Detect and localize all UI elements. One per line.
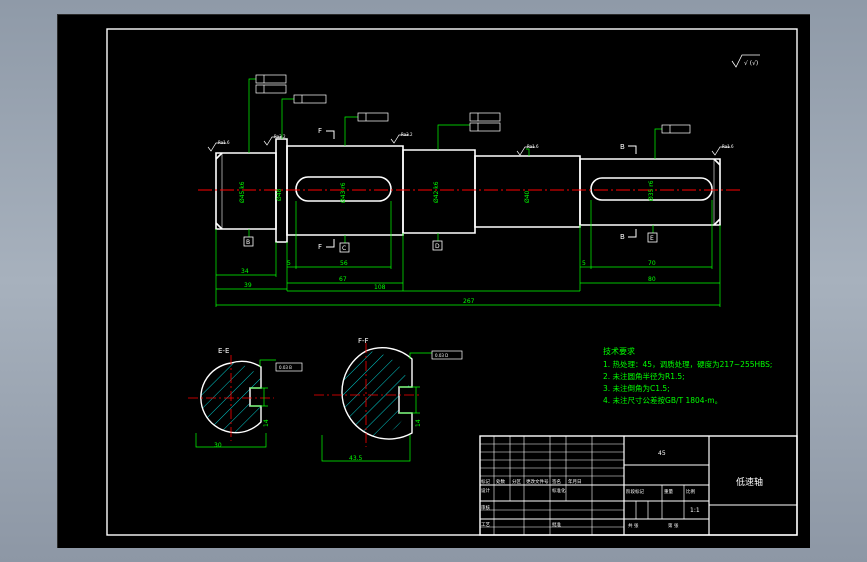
tb-sheet-count: 共 张 xyxy=(628,522,639,529)
technical-requirements: 技术要求 1. 热处理：45，调质处理，硬度为217~255HBS; 2. 未注… xyxy=(603,346,772,405)
section-mark: B xyxy=(620,233,625,241)
datum-letter: E xyxy=(650,235,654,242)
datum-letter: B xyxy=(246,239,250,246)
tb-change-doc: 更改文件号 xyxy=(526,478,549,485)
section-ff-title: F-F xyxy=(358,337,369,345)
dim-80: 80 xyxy=(648,276,656,283)
dim-56: 56 xyxy=(340,260,348,267)
tb-zone: 分区 xyxy=(512,478,521,485)
leader-lines xyxy=(248,78,662,243)
dim-267: 267 xyxy=(463,298,475,305)
title-block-text: 标记 处数 分区 更改文件号 签名 年月日 设计 标准化 阶段标记 重量 比例 … xyxy=(481,450,763,529)
inner-frame xyxy=(106,28,798,536)
diameter-label: Ø40 xyxy=(524,190,531,203)
tb-weight: 重量 xyxy=(664,488,673,495)
tb-design: 设计 xyxy=(481,487,490,494)
tb-sheet-no: 第 张 xyxy=(668,522,679,529)
drawing-sheet: √ (√) xyxy=(57,14,810,548)
section-mark: F xyxy=(318,127,322,135)
tb-standardize: 标准化 xyxy=(552,487,566,494)
datum-letter: D xyxy=(435,243,440,250)
section-ee-tolerance: 0.03 B xyxy=(279,365,292,370)
roughness-tags: Ra1.6 Ra3.2 Ra1.6 Ra1.6 Ra3.2 xyxy=(218,132,734,149)
section-mark: B xyxy=(620,143,625,151)
datum-letters: B C D E xyxy=(246,235,654,252)
diameter-labels: Ø45 k6 Ø48 Ø43 r6 Ø42 k6 Ø40 Ø35 r6 xyxy=(239,180,655,203)
dim-108: 108 xyxy=(374,284,386,291)
section-ff: F-F 43.5 14 0.03 D xyxy=(314,337,463,462)
tech-note-line: 2. 未注圆角半径为R1.5; xyxy=(603,371,685,381)
tb-mark: 标记 xyxy=(481,478,490,485)
diameter-label: Ø42 k6 xyxy=(433,181,440,203)
dim-5b: 5 xyxy=(582,260,586,267)
diameter-label: Ø48 xyxy=(276,188,283,201)
diameter-label: Ø43 r6 xyxy=(340,182,347,203)
roughness-tag: Ra3.2 xyxy=(401,132,413,137)
tb-scale: 1:1 xyxy=(690,507,700,514)
roughness-tag: Ra1.6 xyxy=(527,144,539,149)
roughness-symbols xyxy=(207,134,730,156)
section-marks: F F B B xyxy=(318,127,625,251)
tb-date: 年月日 xyxy=(568,478,582,485)
section-ff-keyway: 14 xyxy=(415,419,422,427)
tech-notes-heading: 技术要求 xyxy=(603,346,635,356)
roughness-tag: Ra1.6 xyxy=(218,140,230,145)
roughness-note-text: √ (√) xyxy=(744,60,758,67)
diameter-label: Ø35 r6 xyxy=(648,180,655,201)
datum-boxes xyxy=(243,232,658,253)
diameter-label: Ø45 k6 xyxy=(239,181,246,203)
tb-approve: 批准 xyxy=(552,521,561,528)
roughness-note: √ (√) xyxy=(731,54,760,68)
dim-70: 70 xyxy=(648,260,656,267)
dim-34: 34 xyxy=(241,268,249,275)
section-mark: F xyxy=(318,243,322,251)
section-ff-tolerance: 0.03 D xyxy=(435,353,448,358)
dim-39: 39 xyxy=(244,282,252,289)
roughness-tag: Ra3.2 xyxy=(274,134,286,139)
dimension-values: 34 39 5 56 67 108 5 70 80 267 xyxy=(241,260,656,305)
tech-note-line: 4. 未注尺寸公差按GB/T 1804-m。 xyxy=(603,395,722,405)
section-ff-width: 43.5 xyxy=(349,455,363,462)
tolerance-frames xyxy=(255,74,691,134)
dim-5a: 5 xyxy=(287,260,291,267)
tb-process: 工艺 xyxy=(481,522,490,528)
tb-sign: 签名 xyxy=(552,478,561,485)
datum-letter: C xyxy=(342,245,346,252)
section-arrows xyxy=(326,130,637,248)
drawing-canvas: √ (√) xyxy=(106,28,798,536)
section-ee-title: E-E xyxy=(218,347,229,355)
tb-count: 处数 xyxy=(496,478,505,485)
tech-note-line: 1. 热处理：45，调质处理，硬度为217~255HBS; xyxy=(603,359,772,369)
tb-ratio: 比例 xyxy=(686,488,695,495)
dim-67: 67 xyxy=(339,276,347,283)
dimension-lines xyxy=(215,200,721,307)
tb-part-name: 低速轴 xyxy=(736,476,763,488)
tb-stage-mark: 阶段标记 xyxy=(626,488,644,495)
tech-note-line: 3. 未注倒角为C1.5; xyxy=(603,383,670,393)
section-ee-width: 30 xyxy=(214,442,222,449)
shaft-outline xyxy=(215,138,721,243)
tb-material: 45 xyxy=(658,450,666,457)
title-block xyxy=(479,435,798,536)
roughness-tag: Ra1.6 xyxy=(722,144,734,149)
section-ee-keyway: 14 xyxy=(263,419,270,427)
tb-review: 审核 xyxy=(481,504,490,511)
section-ee: E-E 30 14 0.03 B xyxy=(188,347,303,449)
